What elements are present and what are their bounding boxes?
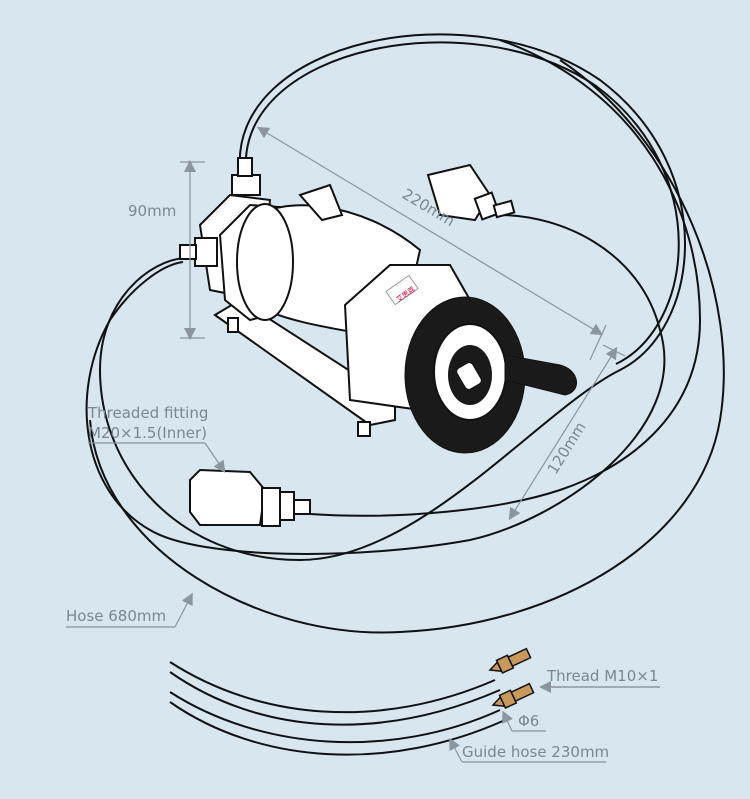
height-label: 90mm: [128, 202, 176, 220]
left-fitting: [194, 237, 218, 267]
callout-text: Φ6: [518, 712, 539, 730]
callout-thread: Thread M10×1: [539, 667, 660, 693]
guide-hoses: [169, 647, 535, 756]
callout-text: Guide hose 230mm: [462, 743, 609, 761]
callout-threaded-fitting: Threaded fitting M20×1.5(Inner): [87, 404, 226, 473]
foot: [357, 421, 371, 437]
callout-text: M20×1.5(Inner): [88, 424, 207, 442]
callout-guide-hose: Guide hose 230mm: [449, 737, 609, 763]
foot: [227, 317, 239, 333]
dim-height: 90mm: [128, 160, 205, 340]
top-valve: [231, 174, 261, 196]
callout-text: Threaded fitting: [87, 404, 208, 422]
callout-text: Thread M10×1: [546, 667, 658, 685]
brass-fitting: [491, 682, 535, 710]
callout-diameter: Φ6: [502, 710, 546, 732]
threaded-fitting: [189, 468, 311, 527]
pump-body: 艾思荔: [179, 157, 577, 454]
brass-fitting: [488, 647, 532, 675]
callout-text: Hose 680mm: [66, 607, 166, 625]
callout-hose: Hose 680mm: [66, 592, 193, 628]
